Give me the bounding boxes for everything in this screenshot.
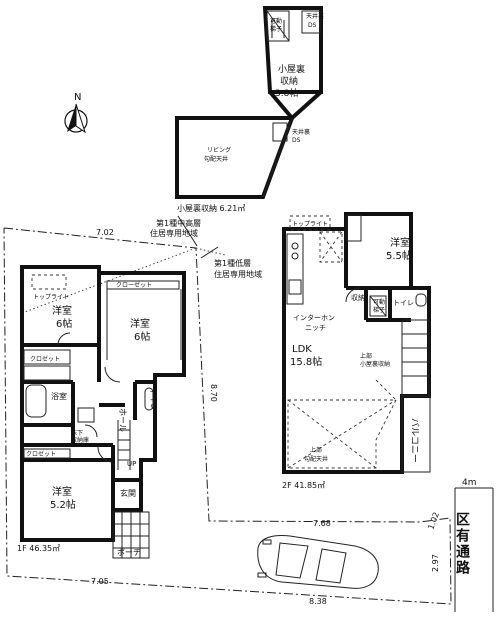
compass-label: N <box>74 92 81 103</box>
f2-toilet: トイレ <box>393 299 414 307</box>
f1-closet-sw: クロゼット <box>26 450 56 458</box>
f2-area: 2F 41.85㎡ <box>282 481 325 490</box>
f2-ldk-name: LDK <box>292 344 312 355</box>
attic-void-label: リビング <box>207 146 231 154</box>
f2-intercom-sub: ニッチ <box>305 324 326 332</box>
dim-corner: 1.02 <box>426 511 441 531</box>
attic-ds-mid-sub: DS <box>292 137 301 144</box>
dim-bottom: 8.38 <box>309 597 327 606</box>
f2-ldk-size: 15.8帖 <box>290 355 322 368</box>
attic-room-name: 小屋裏 <box>278 63 305 75</box>
road-width-arrow <box>454 487 494 612</box>
f1-room-ne-size: 6帖 <box>134 330 150 343</box>
attic-ds-top-sub: DS <box>308 22 317 29</box>
zone2-line1: 第1種低層 <box>214 258 251 268</box>
f1-area: 1F 46.35㎡ <box>17 544 60 553</box>
f1-up: UP <box>127 460 136 468</box>
f2-ladder: 可動 <box>373 298 385 306</box>
f2-upper-storage-sub: 小屋裏収納 <box>360 360 390 368</box>
f2-intercom: インターホン <box>293 313 335 322</box>
attic-room-use: 収納 <box>280 75 298 87</box>
f2-ladder-sub: 梯子 <box>373 306 385 314</box>
road-width: 4m <box>462 478 477 488</box>
f1-skylight: トップライト <box>33 294 69 301</box>
attic-void-sub: 勾配天井 <box>204 155 228 163</box>
attic-plan <box>175 6 323 199</box>
bathtub <box>25 384 47 418</box>
dim-north-edge: 7.02 <box>96 228 114 237</box>
f1-toilet: トイレ <box>149 389 157 410</box>
f1-room-nw-size: 6帖 <box>56 317 72 330</box>
f2-upper-ceiling-sub: 勾配天井 <box>304 455 328 463</box>
f2-balcony: バルコニー <box>409 418 420 463</box>
zone1-line2: 住居専用地域 <box>150 228 198 238</box>
f2-upper-storage: 上部 <box>360 352 372 360</box>
attic-ladder-sub: 梯子 <box>270 25 282 33</box>
f1-room-sw-name: 洋室 <box>52 485 72 498</box>
f1-closet-short: クロゼット <box>30 355 60 363</box>
dim-south-front: 7.68 <box>313 519 331 528</box>
porch-tiles <box>112 511 150 559</box>
f2-room-name: 洋室 <box>390 236 410 249</box>
kitchen-counter <box>286 233 304 305</box>
north-compass-icon: N <box>64 92 88 134</box>
dim-east-edge: 8.70 <box>209 384 218 402</box>
car-icon <box>257 535 379 589</box>
f1-underfloor: 床下 <box>71 429 83 437</box>
attic-room-size: 3.8帖 <box>275 87 298 99</box>
stairs <box>401 319 430 397</box>
lot-boundary <box>3 227 452 605</box>
attic-ladder-label: 可動 <box>270 17 282 25</box>
f1-closet: クローゼット <box>116 281 152 289</box>
road-name: 区有通路 <box>454 512 470 576</box>
f1-porch: ポーチ <box>117 548 141 557</box>
dim-side: 2.97 <box>431 554 440 572</box>
attic-ds-top-label: 天井裏 <box>306 12 324 20</box>
f1-room-sw-size: 5.2帖 <box>50 498 76 511</box>
f2-room-size: 5.5帖 <box>386 249 412 262</box>
dim-lower-left: 7.05 <box>91 577 109 586</box>
floor1-plan <box>20 265 186 542</box>
attic-ds-mid-label: 天井裏 <box>292 128 310 136</box>
f1-underfloor-sub: 収納庫 <box>71 436 89 444</box>
f2-skylight: トップライト <box>292 221 328 228</box>
f2-upper-ceiling: 上部 <box>310 446 322 454</box>
f2-storage: 収納 <box>351 293 365 302</box>
f1-room-ne-name: 洋室 <box>130 317 150 330</box>
attic-total-area: 小屋裏収納 6.21㎡ <box>177 203 245 213</box>
zone1-line1: 第1種中高層 <box>156 218 201 228</box>
f1-hall: ホール <box>118 408 127 432</box>
f1-bath: 浴室 <box>51 391 67 401</box>
f1-entrance: 玄関 <box>120 488 136 498</box>
zone2-line2: 住居専用地域 <box>214 269 262 279</box>
f1-room-nw-name: 洋室 <box>52 304 72 317</box>
